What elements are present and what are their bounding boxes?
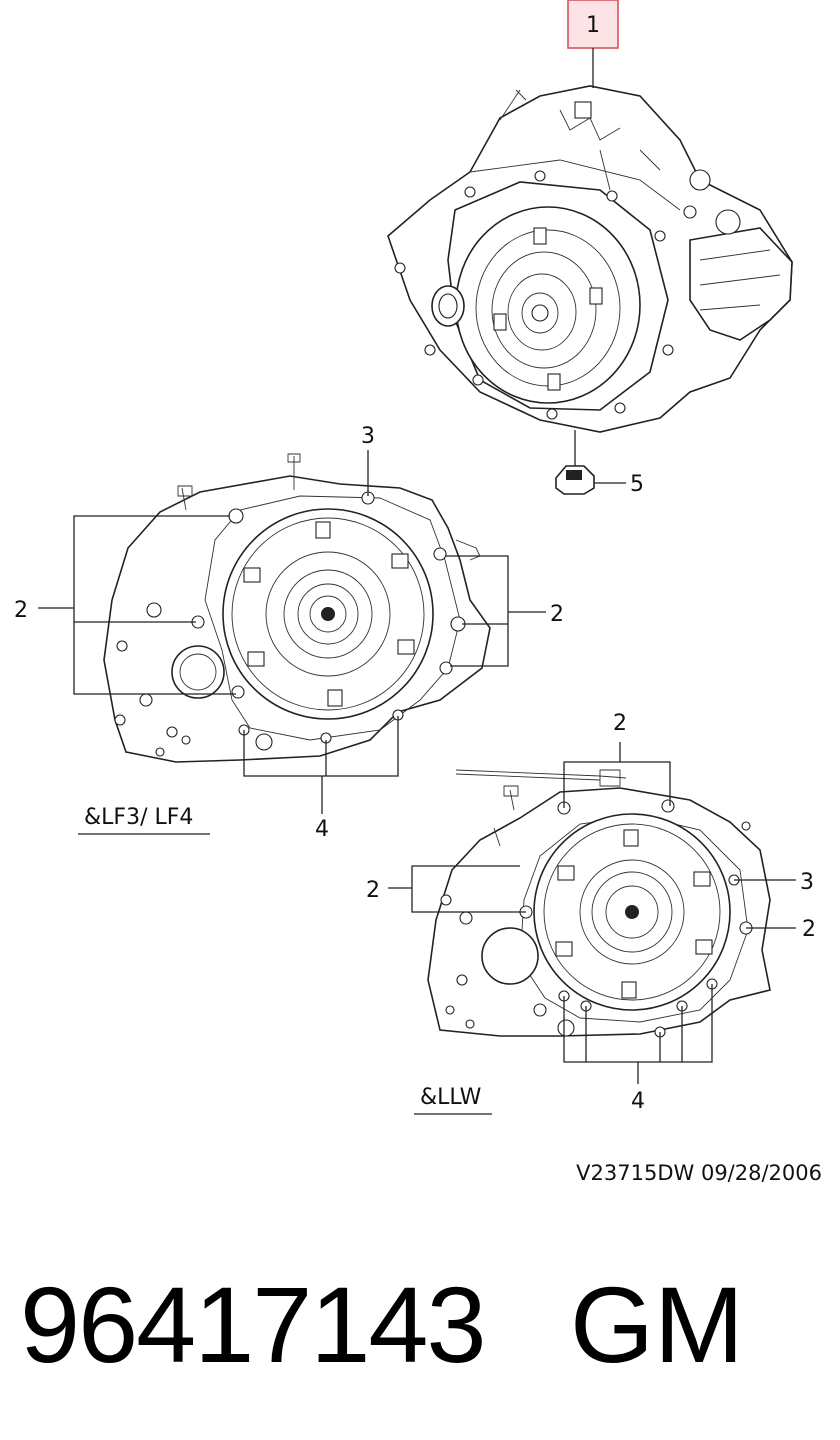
llw-callout-2-right[interactable]: 2: [746, 917, 816, 942]
lf-callout-4[interactable]: 4: [243, 716, 399, 842]
callout-5-label[interactable]: 5: [630, 472, 644, 497]
lf-variant-caption: &LF3/ LF4: [78, 805, 210, 835]
lf-callout-3[interactable]: 3: [361, 424, 375, 496]
lf-callout-2-right[interactable]: 2: [446, 555, 564, 667]
llw-callout-3-right[interactable]: 3: [734, 870, 814, 895]
llw-callout-2-left-label: 2: [366, 878, 380, 903]
brand-name: GM: [570, 1264, 744, 1385]
lf-variant-caption-text: &LF3/ LF4: [84, 805, 193, 830]
llw-callout-2-left[interactable]: 2: [366, 865, 526, 913]
lf-callout-2-left[interactable]: 2: [14, 515, 236, 695]
llw-callout-2-top-label: 2: [613, 711, 627, 736]
lf-callout-2-right-label: 2: [550, 602, 564, 627]
lf-variant-front-view: [103, 453, 491, 763]
transmission-assembly-iso: [387, 85, 793, 433]
lf-callout-3-label: 3: [361, 424, 375, 449]
lf-callout-4-label: 4: [315, 817, 329, 842]
lf-callout-2-left-label: 2: [14, 598, 28, 623]
llw-variant-caption-text: &LLW: [420, 1085, 482, 1110]
llw-variant-caption: &LLW: [414, 1085, 492, 1115]
llw-callout-2-right-label: 2: [802, 917, 816, 942]
callout-1[interactable]: 1: [567, 0, 619, 88]
llw-callout-4-label: 4: [631, 1089, 645, 1114]
llw-variant-front-view: [427, 769, 771, 1038]
llw-callout-2-top[interactable]: 2: [563, 711, 671, 808]
llw-callout-4[interactable]: 4: [563, 984, 713, 1114]
llw-callout-3-right-label: 3: [800, 870, 814, 895]
drawing-reference: V23715DW 09/28/2006: [576, 1161, 822, 1185]
callout-1-label: 1: [586, 13, 600, 38]
pan-part-5: 5: [555, 430, 644, 497]
part-number: 96417143: [20, 1264, 487, 1385]
